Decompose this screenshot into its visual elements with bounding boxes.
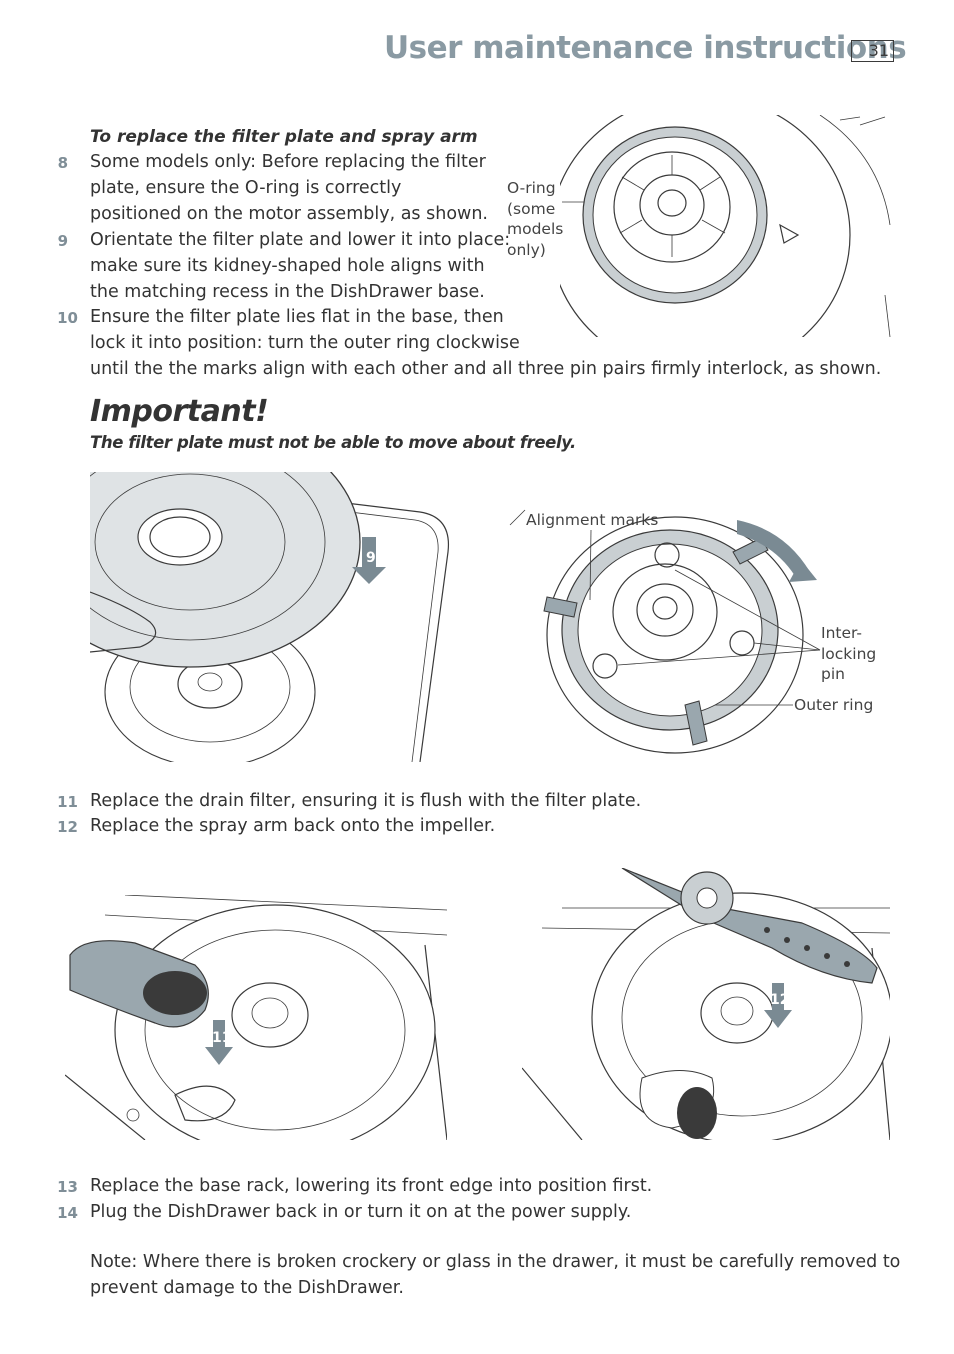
important-heading: Important!: [90, 394, 269, 429]
step-text: Replace the spray arm back onto the impe…: [90, 816, 496, 836]
step-number: 9: [57, 232, 68, 250]
drain-filter-illustration: [65, 895, 447, 1140]
step-12-badge: 12: [770, 992, 790, 1008]
step-number: 13: [57, 1178, 78, 1196]
oring-illustration: [560, 115, 891, 337]
step-number: 11: [57, 793, 78, 811]
oring-label: O-ring (some models only): [507, 179, 564, 259]
step-text: Ensure the filter plate lies flat in the…: [90, 307, 882, 379]
step-number: 10: [57, 309, 78, 327]
step-text: Replace the base rack, lowering its fron…: [90, 1176, 653, 1196]
important-note: The filter plate must not be able to mov…: [90, 433, 576, 452]
page-title: User maintenance instructions: [384, 30, 907, 66]
step-11-badge: 11: [212, 1030, 232, 1046]
step-number: 12: [57, 818, 78, 836]
page-number: 31: [851, 40, 894, 62]
step-9-badge: 9: [366, 550, 376, 566]
step-10-badge: 10: [768, 518, 788, 534]
section-subheading: To replace the filter plate and spray ar…: [90, 127, 478, 147]
step-number: 14: [57, 1204, 78, 1222]
spray-arm-illustration: [522, 868, 890, 1140]
outer-ring-lock-illustration: [509, 509, 821, 754]
step-text: Replace the drain filter, ensuring it is…: [90, 791, 642, 811]
step-text: Orientate the filter plate and lower it …: [90, 230, 511, 302]
step-number: 8: [57, 154, 68, 172]
alignment-marks-label: Alignment marks: [526, 511, 659, 529]
outer-ring-label: Outer ring: [794, 696, 874, 714]
interlocking-pin-label: Inter- locking pin: [821, 624, 877, 683]
step-text: Some models only: Before replacing the f…: [90, 152, 488, 224]
filter-plate-placement-illustration: [90, 472, 450, 762]
note-text: Note: Where there is broken crockery or …: [90, 1252, 901, 1298]
step-text: Plug the DishDrawer back in or turn it o…: [90, 1202, 632, 1222]
